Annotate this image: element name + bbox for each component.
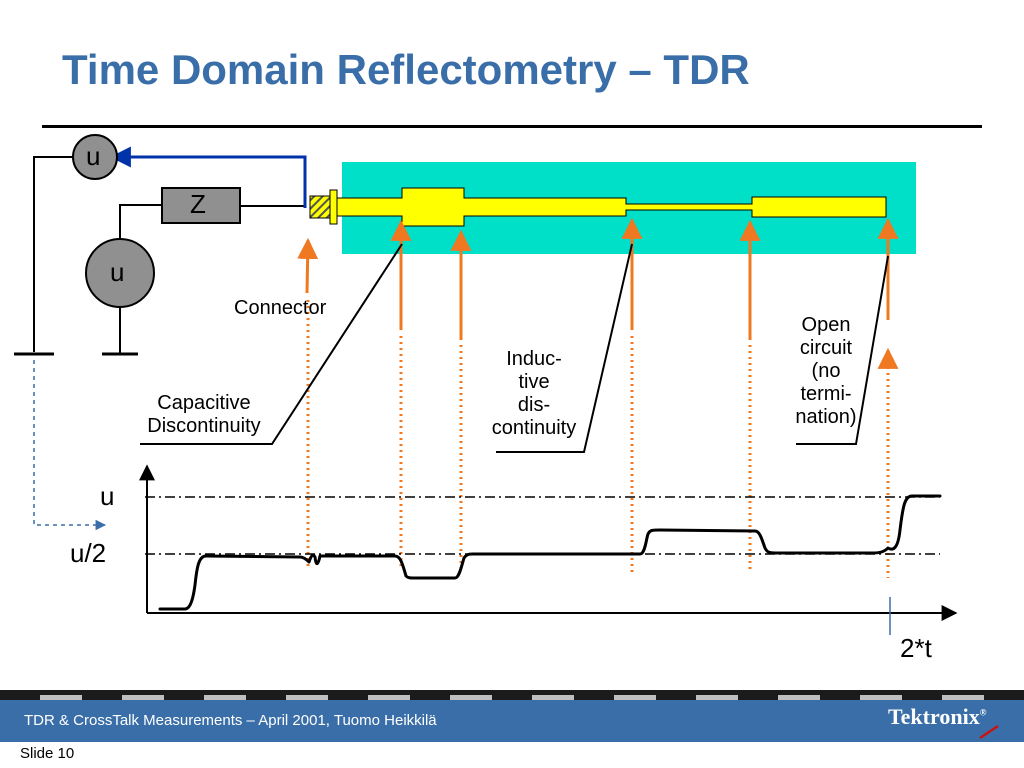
tdr-diagram bbox=[14, 134, 958, 635]
open-line-5: nation) bbox=[795, 406, 857, 428]
open-line-4: termi- bbox=[800, 383, 852, 405]
page-title: Time Domain Reflectometry – TDR bbox=[62, 46, 750, 93]
impedance-z bbox=[161, 187, 241, 224]
logo-swoosh-icon bbox=[979, 724, 999, 740]
open-line-2: circuit bbox=[799, 337, 853, 359]
source-label: u bbox=[110, 257, 125, 287]
connector-label: Connector bbox=[234, 297, 327, 319]
footer-caption: TDR & CrossTalk Measurements – April 200… bbox=[24, 712, 437, 729]
voltmeter bbox=[72, 134, 118, 180]
capacitive-line-1: Capacitive bbox=[157, 392, 251, 414]
inductive-line-4: continuity bbox=[491, 417, 577, 439]
logo-text: Tektronix bbox=[888, 704, 980, 729]
tektronix-logo: Tektronix® bbox=[888, 704, 986, 730]
meter-to-graph-link bbox=[33, 360, 107, 531]
open-line-3: (no bbox=[811, 360, 841, 382]
graph-axes bbox=[139, 464, 958, 621]
impedance-label: Z bbox=[190, 189, 206, 219]
inductive-line-3: dis- bbox=[517, 394, 551, 416]
tdr-waveform bbox=[158, 494, 942, 611]
inductive-line-1: Induc- bbox=[506, 348, 562, 370]
circuit-wiring bbox=[14, 156, 304, 356]
voltage-source bbox=[85, 238, 155, 308]
footer-bar bbox=[0, 700, 1024, 742]
open-circuit-label: Open circuit (no termi- nation) bbox=[786, 314, 866, 429]
reflection-guides bbox=[306, 300, 890, 578]
reference-lines bbox=[145, 496, 940, 555]
checker-pattern bbox=[40, 695, 984, 701]
title-divider bbox=[42, 125, 982, 128]
registered-mark-icon: ® bbox=[979, 707, 987, 718]
inductive-line-2: tive bbox=[518, 371, 550, 393]
inductive-label: Induc- tive dis- continuity bbox=[482, 348, 586, 440]
meter-probe-wire bbox=[109, 146, 307, 208]
open-line-1: Open bbox=[801, 314, 851, 336]
slide-number: Slide 10 bbox=[20, 745, 75, 762]
voltmeter-label: u bbox=[86, 141, 101, 171]
footer-checker-strip bbox=[0, 690, 1024, 701]
callout-lines bbox=[140, 243, 889, 453]
pcb-trace bbox=[336, 187, 887, 227]
reflection-arrows bbox=[297, 217, 899, 340]
capacitive-line-2: Discontinuity bbox=[147, 415, 261, 437]
x-axis-label: 2*t bbox=[900, 633, 932, 663]
connector bbox=[309, 189, 338, 225]
y-upper-label: u bbox=[100, 481, 115, 511]
capacitive-label: Capacitive Discontinuity bbox=[134, 392, 274, 438]
y-lower-label: u/2 bbox=[70, 538, 107, 568]
